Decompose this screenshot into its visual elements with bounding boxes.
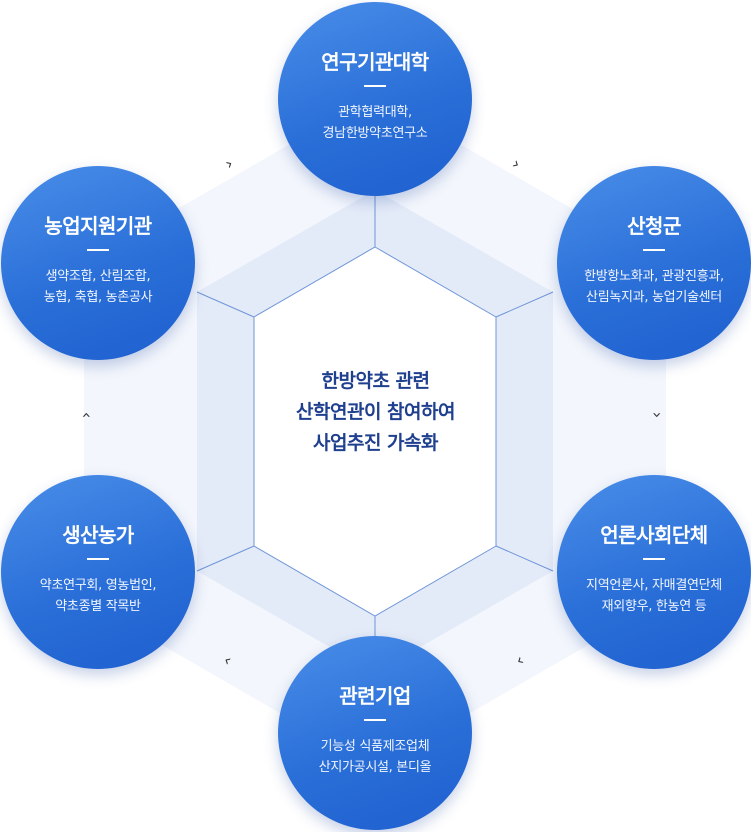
node-divider <box>643 249 665 251</box>
node-related-companies: 관련기업 기능성 식품제조업체 산지가공시설, 본디올 <box>278 636 472 830</box>
spoke-bottom-right <box>495 545 554 572</box>
node-desc-line: 약초연구회, 영농법인, <box>39 578 157 593</box>
center-statement: 한방약초 관련 산학연관이 참여하여 사업추진 가속화 <box>240 366 511 459</box>
node-title: 관련기업 <box>339 684 411 708</box>
node-divider <box>643 558 665 560</box>
node-description: 관학협력대학, 경남한방약초연구소 <box>278 102 472 144</box>
node-title: 농업지원기관 <box>44 214 152 238</box>
spoke-top-right <box>495 291 554 318</box>
node-desc-line: 한방항노화과, 관광진흥과, <box>584 269 724 284</box>
node-desc-line: 산지가공시설, 본디올 <box>318 760 432 775</box>
node-title: 연구기관대학 <box>321 50 429 74</box>
node-description: 지역언론사, 자매결연단체 재외향우, 한농연 등 <box>557 575 751 617</box>
node-divider <box>364 719 386 721</box>
node-desc-line: 기능성 식품제조업체 <box>320 739 430 754</box>
node-title: 생산농가 <box>62 523 134 547</box>
node-divider <box>87 558 109 560</box>
node-agri-support-agencies: 농업지원기관 생약조합, 산림조합, 농협, 축협, 농촌공사 <box>1 166 195 360</box>
node-description: 약초연구회, 영농법인, 약초종별 작목반 <box>1 575 195 617</box>
node-description: 기능성 식품제조업체 산지가공시설, 본디올 <box>278 736 472 778</box>
chevron-up-icon: › <box>76 411 96 419</box>
center-line-1: 한방약초 관련 <box>321 370 431 392</box>
hexagon-spokes <box>196 190 554 673</box>
node-desc-line: 관학협력대학, <box>338 105 412 120</box>
center-line-3: 사업추진 가속화 <box>313 432 438 454</box>
node-desc-line: 경남한방약초연구소 <box>322 126 428 141</box>
spoke-top-left <box>196 291 255 318</box>
spoke-bottom-left <box>196 545 255 572</box>
node-desc-line: 산림녹지과, 농업기술센터 <box>586 290 722 305</box>
node-media-social-groups: 언론사회단체 지역언론사, 자매결연단체 재외향우, 한농연 등 <box>557 475 751 669</box>
node-description: 생약조합, 산림조합, 농협, 축협, 농촌공사 <box>1 266 195 308</box>
center-line-2: 산학연관이 참여하여 <box>296 401 455 423</box>
node-research-university: 연구기관대학 관학협력대학, 경남한방약초연구소 <box>278 2 472 196</box>
node-producer-farms: 생산농가 약초연구회, 영농법인, 약초종별 작목반 <box>1 475 195 669</box>
node-description: 한방항노화과, 관광진흥과, 산림녹지과, 농업기술센터 <box>557 266 751 308</box>
node-title: 산청군 <box>627 214 681 238</box>
node-desc-line: 지역언론사, 자매결연단체 <box>586 578 722 593</box>
chevron-down-icon: › <box>648 411 668 419</box>
node-desc-line: 재외향우, 한농연 등 <box>601 599 707 614</box>
node-title: 언론사회단체 <box>600 523 708 547</box>
node-desc-line: 생약조합, 산림조합, <box>45 269 151 284</box>
node-divider <box>87 249 109 251</box>
node-divider <box>364 85 386 87</box>
node-desc-line: 농협, 축협, 농촌공사 <box>43 290 153 305</box>
node-desc-line: 약초종별 작목반 <box>55 599 141 614</box>
node-sancheong-county: 산청군 한방항노화과, 관광진흥과, 산림녹지과, 농업기술센터 <box>557 166 751 360</box>
